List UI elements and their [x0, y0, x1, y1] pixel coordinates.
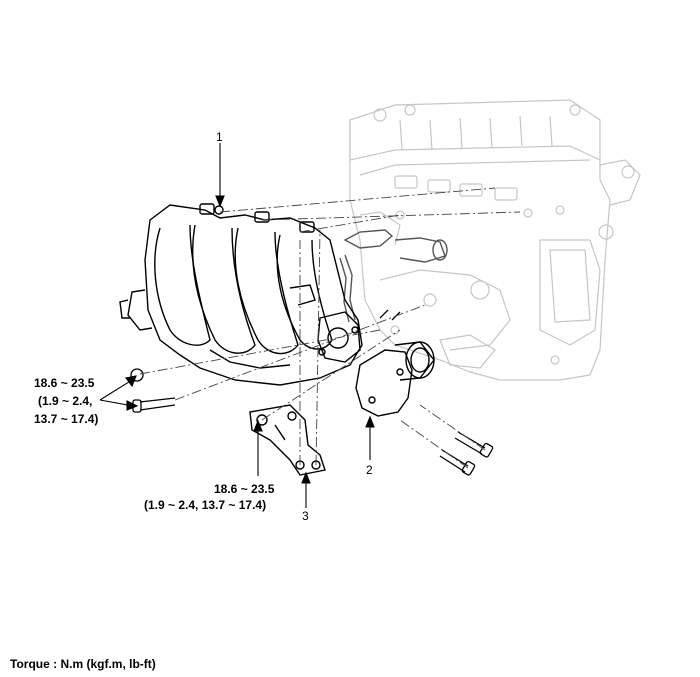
engine-block: [349, 99, 641, 381]
torque-manifold-line3: 13.7 ~ 17.4): [34, 412, 99, 426]
callout-1: 1: [216, 130, 223, 144]
torque-bracket-line1: 18.6 ~ 23.5: [214, 482, 275, 496]
torque-manifold-line1: 18.6 ~ 23.5: [34, 376, 95, 390]
callout-2: 2: [366, 463, 373, 477]
callout-3: 3: [302, 509, 309, 523]
bolts: [130, 309, 494, 476]
intake-manifold: [119, 203, 363, 386]
torque-bracket-line2: (1.9 ~ 2.4, 13.7 ~ 17.4): [144, 498, 267, 512]
leader-lines: [99, 143, 375, 508]
alignment-lines: [139, 187, 521, 469]
hose-assembly: [339, 229, 448, 323]
manifold-bracket: [249, 404, 326, 476]
throttle-body: [355, 341, 435, 417]
torque-units-legend: Torque : N.m (kgf.m, lb-ft): [10, 657, 156, 671]
torque-manifold-line2: (1.9 ~ 2.4,: [38, 394, 93, 408]
